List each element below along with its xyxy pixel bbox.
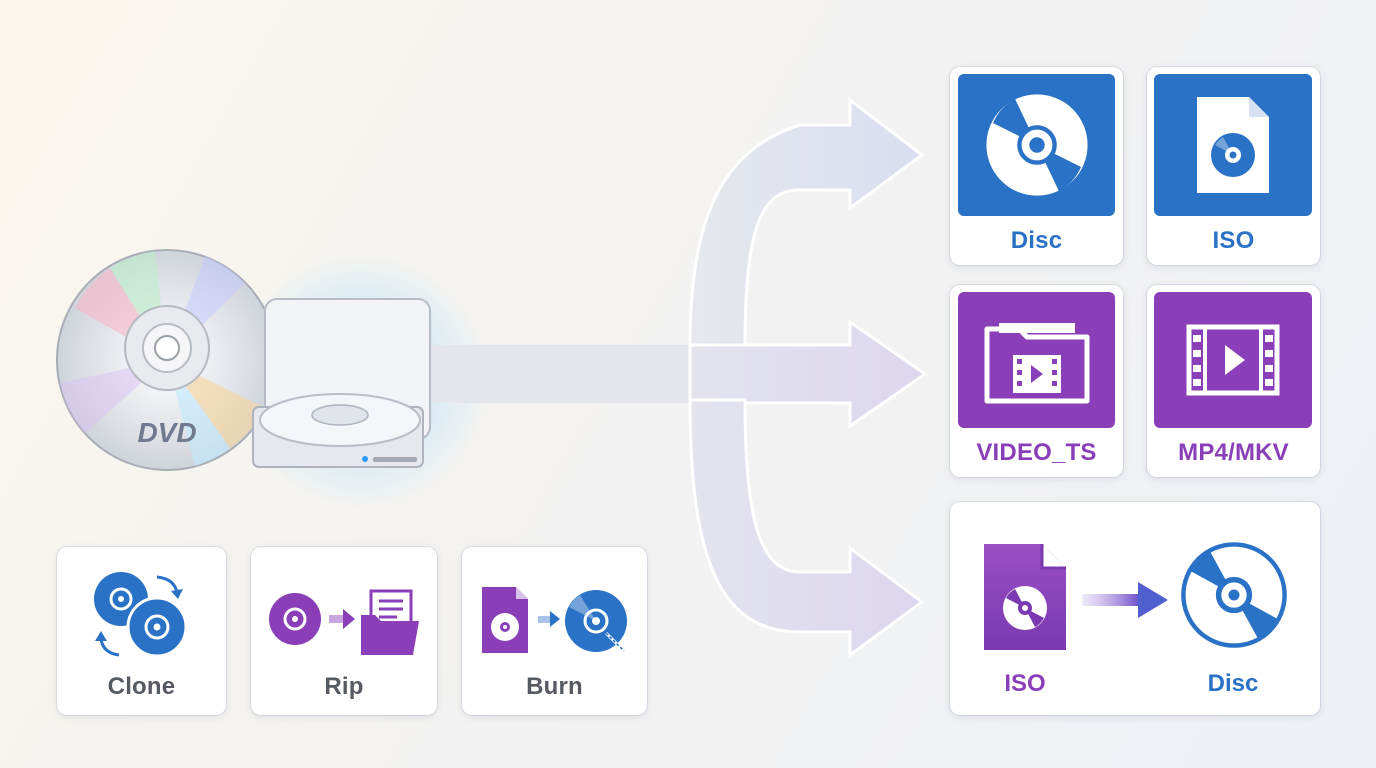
dvd-logo-text: DVD bbox=[137, 417, 196, 448]
trunk-arrow bbox=[420, 345, 710, 403]
mp4-mkv-label: MP4/MKV bbox=[1178, 439, 1289, 466]
iso-tile bbox=[1154, 74, 1312, 216]
mode-card-burn[interactable]: Burn bbox=[462, 547, 647, 715]
video-ts-label: VIDEO_TS bbox=[976, 439, 1097, 466]
output-card-iso[interactable]: ISO bbox=[1147, 67, 1320, 265]
film-play-icon bbox=[1186, 324, 1280, 396]
disc-label: Disc bbox=[1010, 227, 1063, 254]
rip-label: Rip bbox=[324, 673, 364, 700]
mode-card-rip[interactable]: Rip bbox=[251, 547, 437, 715]
rip-to-folder-icon bbox=[269, 589, 419, 655]
output-card-disc[interactable]: Disc bbox=[950, 67, 1123, 265]
iso-file-purple-icon bbox=[984, 544, 1066, 650]
output-card-iso-to-disc[interactable]: ISO Disc bbox=[950, 502, 1320, 715]
video-ts-tile bbox=[958, 292, 1115, 428]
clone-discs-icon bbox=[94, 572, 188, 658]
iso-label: ISO bbox=[1212, 227, 1255, 254]
burn-flow-iso-label: ISO bbox=[1004, 670, 1046, 697]
burn-to-disc-icon bbox=[482, 587, 627, 653]
mp4-mkv-tile bbox=[1154, 292, 1312, 428]
burn-flow-disc-label: Disc bbox=[1207, 670, 1259, 697]
disc-outline-icon bbox=[1181, 542, 1287, 648]
arrow-right-icon bbox=[1082, 582, 1168, 618]
burn-label: Burn bbox=[526, 673, 583, 700]
dvd-disc-icon: DVD bbox=[56, 249, 278, 471]
output-card-video-ts[interactable]: VIDEO_TS bbox=[950, 285, 1123, 477]
disc-icon bbox=[985, 94, 1088, 196]
clone-label: Clone bbox=[107, 673, 176, 700]
video-folder-icon bbox=[984, 323, 1089, 404]
mode-card-clone[interactable]: Clone bbox=[57, 547, 226, 715]
lower-branch-arrow bbox=[688, 398, 925, 658]
output-card-mp4-mkv[interactable]: MP4/MKV bbox=[1147, 285, 1320, 477]
disc-tile bbox=[958, 74, 1115, 216]
optical-drive-icon bbox=[252, 298, 431, 468]
iso-file-icon bbox=[1197, 97, 1269, 193]
upper-branch-arrow bbox=[688, 96, 925, 350]
